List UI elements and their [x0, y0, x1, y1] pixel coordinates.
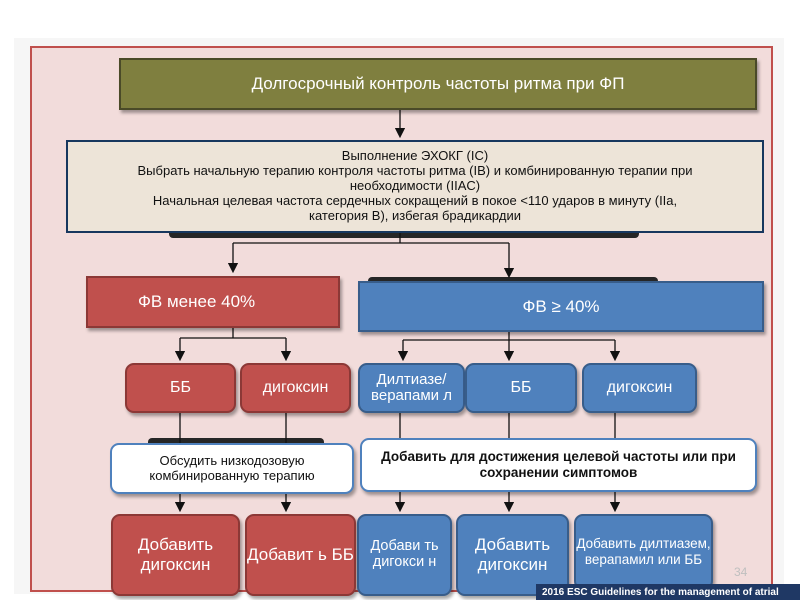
echo-line: Начальная целевая частота сердечных сокр…	[152, 192, 678, 208]
branch-ef-below-40: ФВ менее 40%	[86, 276, 340, 328]
diagram-title: Долгосрочный контроль частоты ритма при …	[119, 58, 757, 110]
echo-line: Выполнение ЭХОКГ (IC)	[341, 148, 489, 164]
drug-beta-blocker-high-ef: ББ	[465, 363, 577, 413]
echo-line: категория B), избегая брадикардии	[309, 207, 521, 223]
page-number: 34	[734, 565, 748, 579]
drug-digoxin-low-ef: дигоксин	[240, 363, 351, 413]
note-discuss-combination: Обсудить низкодозовую комбинированную те…	[110, 443, 354, 494]
drug-beta-blocker-low-ef: ББ	[125, 363, 236, 413]
action-add-digoxin-3: Добавить дигоксин	[456, 514, 569, 596]
action-add-digoxin-1: Добавить дигоксин	[111, 514, 240, 596]
action-add-diltiazem-verapamil-bb: Добавить дилтиазем, верапамил или ББ	[574, 514, 713, 590]
echo-line: необходимости (IIAC)	[349, 178, 481, 194]
echo-recommendation-box: Выполнение ЭХОКГ (IC) Выбрать начальную …	[66, 140, 764, 233]
branch-ef-40-or-more: ФВ ≥ 40%	[358, 281, 764, 332]
footer-citation: 2016 ESC Guidelines for the management o…	[536, 584, 800, 600]
note-add-for-target: Добавить для достижения целевой частоты …	[360, 438, 757, 492]
drug-diltiazem-verapamil: Дилтиазе/ верапами л	[358, 363, 465, 413]
action-add-digoxin-2: Добави ть дигокси н	[357, 514, 452, 596]
action-add-beta-blocker: Добавит ь ББ	[245, 514, 356, 596]
echo-line: Выбрать начальную терапию контроля часто…	[137, 163, 693, 179]
drug-digoxin-high-ef: дигоксин	[582, 363, 697, 413]
